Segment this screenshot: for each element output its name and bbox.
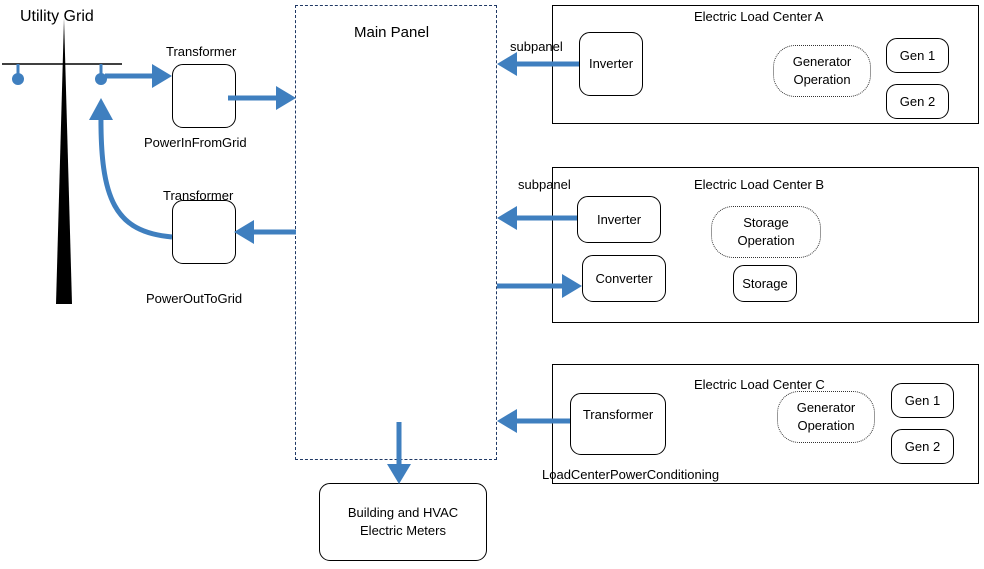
power-out-caption: PowerOutToGrid [146,291,243,306]
utility-pole-icon [2,18,122,304]
arrow-heads [89,52,582,484]
load-center-c-generator-operation: Generator Operation [777,391,875,443]
transformer-in-label: Transformer [166,44,237,59]
transformer-out-label: Transformer [163,188,234,203]
load-center-c-gen2: Gen 2 [891,429,954,464]
load-center-b-inverter: Inverter [577,196,661,243]
load-center-b-storage: Storage [733,265,797,302]
load-center-a-gen2: Gen 2 [886,84,949,119]
load-center-a-subpanel: subpanel [510,39,563,54]
load-center-a-gen1: Gen 1 [886,38,949,73]
load-center-a-title: Electric Load Center A [694,9,824,24]
load-center-c-caption: LoadCenterPowerConditioning [542,467,720,482]
load-center-b-subpanel: subpanel [518,177,571,192]
load-center-b-converter: Converter [582,255,666,302]
power-in-caption: PowerInFromGrid [144,135,247,150]
power-arrows [98,61,579,470]
load-center-c-gen1: Gen 1 [891,383,954,418]
load-center-a-inverter: Inverter [579,32,643,96]
utility-grid-title: Utility Grid [20,8,94,25]
main-panel-title: Main Panel [354,24,430,41]
load-center-c-title: Electric Load Center C [694,377,825,392]
load-center-b-storage-operation: Storage Operation [711,206,821,258]
transformer-in-box [172,64,236,128]
load-center-c-transformer: Transformer [570,393,666,455]
arrow-transformer-out-to-grid [98,111,173,240]
load-center-a-generator-operation: Generator Operation [773,45,871,97]
building-meters-box: Building and HVAC Electric Meters [319,483,487,561]
load-center-b-title: Electric Load Center B [694,177,825,192]
